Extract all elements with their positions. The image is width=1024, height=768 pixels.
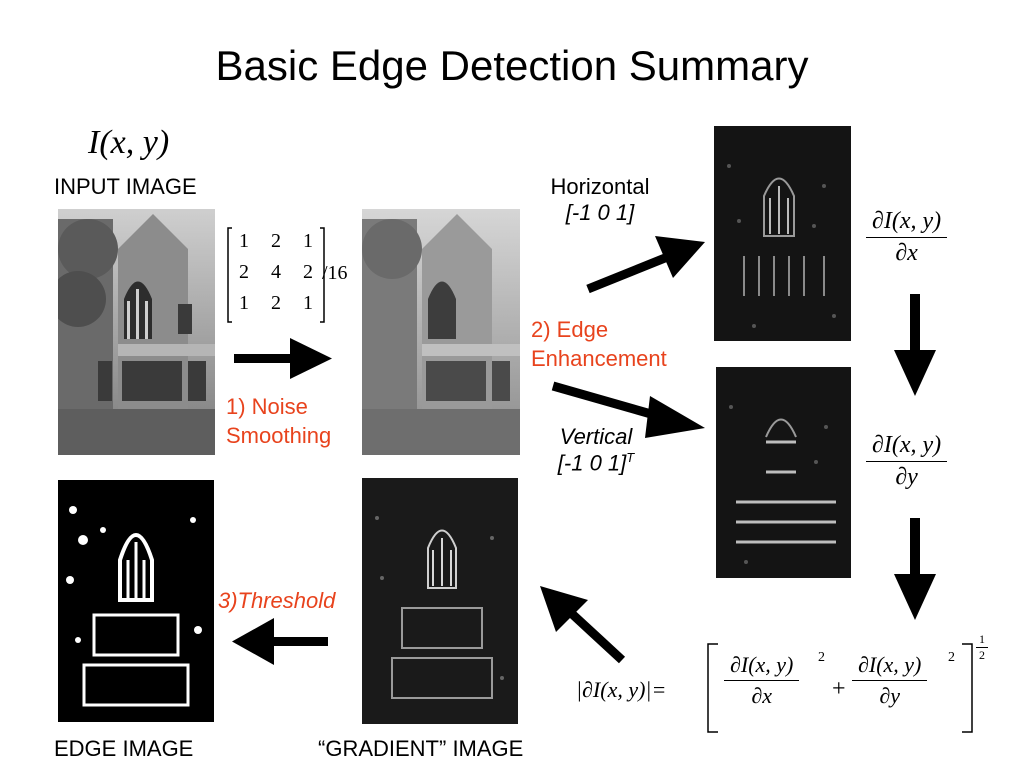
noise-smoothing-line1: 1) Noise	[226, 394, 308, 419]
kernel-cell: 1	[303, 230, 313, 252]
partial-x-fraction: ∂I(x, y) ∂x	[866, 208, 948, 267]
vertical-kernel: [-1 0 1]	[557, 450, 627, 476]
partial-x-numerator: ∂I(x, y)	[866, 208, 948, 238]
gradient-magnitude-lhs: |∂I(x, y)|=	[576, 677, 667, 702]
kernel-divisor: /16	[322, 262, 348, 284]
kernel-cell: 1	[239, 292, 249, 314]
kernel-cell: 1	[303, 292, 313, 314]
vertical-label: Vertical [-1 0 1]T	[548, 424, 644, 476]
vertical-kernel-line: [-1 0 1]T	[548, 450, 644, 476]
outer-exp-num: 1	[976, 632, 988, 648]
horizontal-label: Horizontal [-1 0 1]	[542, 174, 658, 226]
partial-y-fraction: ∂I(x, y) ∂y	[866, 432, 948, 491]
magnitude-brackets	[707, 643, 973, 733]
magnitude-term1-den: ∂x	[751, 683, 773, 708]
edge-image-label: EDGE IMAGE	[54, 736, 194, 761]
partial-y-denominator: ∂y	[895, 464, 918, 490]
magnitude-term2-num: ∂I(x, y)	[852, 652, 928, 681]
partial-x-denominator: ∂x	[895, 240, 918, 266]
arrow-up-left-icon	[540, 586, 626, 664]
horizontal-kernel: [-1 0 1]	[565, 200, 635, 225]
outer-exp-den: 2	[979, 648, 985, 662]
gradient-image-label: “GRADIENT” IMAGE	[318, 736, 524, 761]
arrow-down-icon	[894, 518, 936, 620]
gradient-image	[362, 478, 518, 724]
threshold-label: 3)Threshold	[218, 588, 336, 613]
input-image-label: INPUT IMAGE	[54, 174, 197, 199]
input-formula: I(x, y)	[88, 124, 170, 161]
edge-enhancement-label: 2) Edge Enhancement	[531, 315, 667, 373]
arrow-down-icon	[894, 294, 936, 396]
magnitude-term1-exp: 2	[818, 650, 825, 665]
vertical-derivative-image	[716, 367, 851, 578]
matrix-brackets	[227, 227, 325, 323]
vertical-name: Vertical	[559, 424, 633, 449]
kernel-cell: 2	[271, 292, 281, 314]
horizontal-name: Horizontal	[550, 174, 650, 199]
magnitude-term1-num: ∂I(x, y)	[724, 652, 800, 681]
partial-y-numerator: ∂I(x, y)	[866, 432, 948, 462]
input-image	[58, 209, 215, 455]
arrow-down-right-icon	[551, 381, 705, 438]
edge-enhancement-line1: 2) Edge	[531, 317, 609, 342]
noise-smoothing-label: 1) Noise Smoothing	[226, 392, 331, 450]
magnitude-plus: +	[832, 676, 846, 702]
slide-title: Basic Edge Detection Summary	[215, 42, 809, 89]
arrow-right-icon	[234, 338, 332, 379]
smoothed-image	[362, 209, 520, 455]
arrow-up-right-icon	[586, 236, 705, 294]
magnitude-outer-exp: 1 2	[976, 632, 988, 663]
magnitude-term1: ∂I(x, y) ∂x	[724, 652, 800, 709]
vertical-transpose: T	[626, 450, 635, 465]
edge-image	[58, 480, 214, 722]
kernel-cell: 4	[271, 261, 281, 283]
kernel-cell: 2	[271, 230, 281, 252]
noise-smoothing-line2: Smoothing	[226, 423, 332, 448]
magnitude-term2: ∂I(x, y) ∂y	[852, 652, 928, 709]
kernel-cell: 1	[239, 230, 249, 252]
horizontal-derivative-image	[714, 126, 851, 341]
magnitude-term2-den: ∂y	[879, 683, 901, 708]
magnitude-term2-exp: 2	[948, 650, 955, 665]
arrow-left-icon	[232, 618, 328, 665]
kernel-cell: 2	[239, 261, 249, 283]
edge-enhancement-line2: Enhancement	[531, 346, 667, 371]
kernel-cell: 2	[303, 261, 313, 283]
